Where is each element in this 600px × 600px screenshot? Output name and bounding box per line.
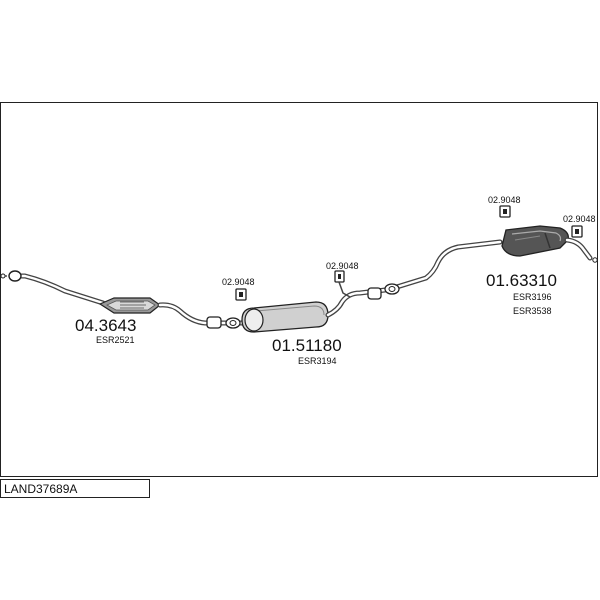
rear-connection-pipe — [325, 239, 503, 318]
middle-silencer — [241, 301, 329, 333]
part-number-label: 04.3643 — [75, 316, 136, 335]
hanger-rubber — [334, 270, 351, 298]
catalytic-converter — [98, 297, 162, 314]
esr-ref-label: ESR3194 — [298, 356, 337, 366]
front-pipe — [9, 273, 106, 306]
joint-clamp-2 — [367, 283, 400, 300]
diagram-frame — [0, 102, 598, 477]
esr-ref-label: ESR3196 — [513, 292, 552, 302]
diagram-caption: LAND37689A — [4, 482, 78, 496]
hanger-rubber — [235, 288, 247, 301]
tailpipe — [564, 237, 598, 263]
diagram-caption-box: LAND37689A — [0, 479, 150, 498]
hanger-part-label: 02.9048 — [222, 277, 255, 287]
joint-clamp-1 — [206, 316, 241, 329]
rear-silencer — [501, 225, 569, 257]
part-number-label: 01.51180 — [272, 336, 342, 355]
esr-ref-label: ESR2521 — [96, 335, 135, 345]
part-number-label: 01.63310 — [486, 271, 557, 290]
hanger-part-label: 02.9048 — [563, 214, 596, 224]
front-flange — [0, 270, 22, 282]
hanger-part-label: 02.9048 — [488, 195, 521, 205]
hanger-rubber — [499, 205, 511, 218]
hanger-part-label: 02.9048 — [326, 261, 359, 271]
esr-ref-label: ESR3538 — [513, 306, 552, 316]
intermediate-pipe — [157, 302, 249, 326]
hanger-rubber — [571, 225, 583, 238]
